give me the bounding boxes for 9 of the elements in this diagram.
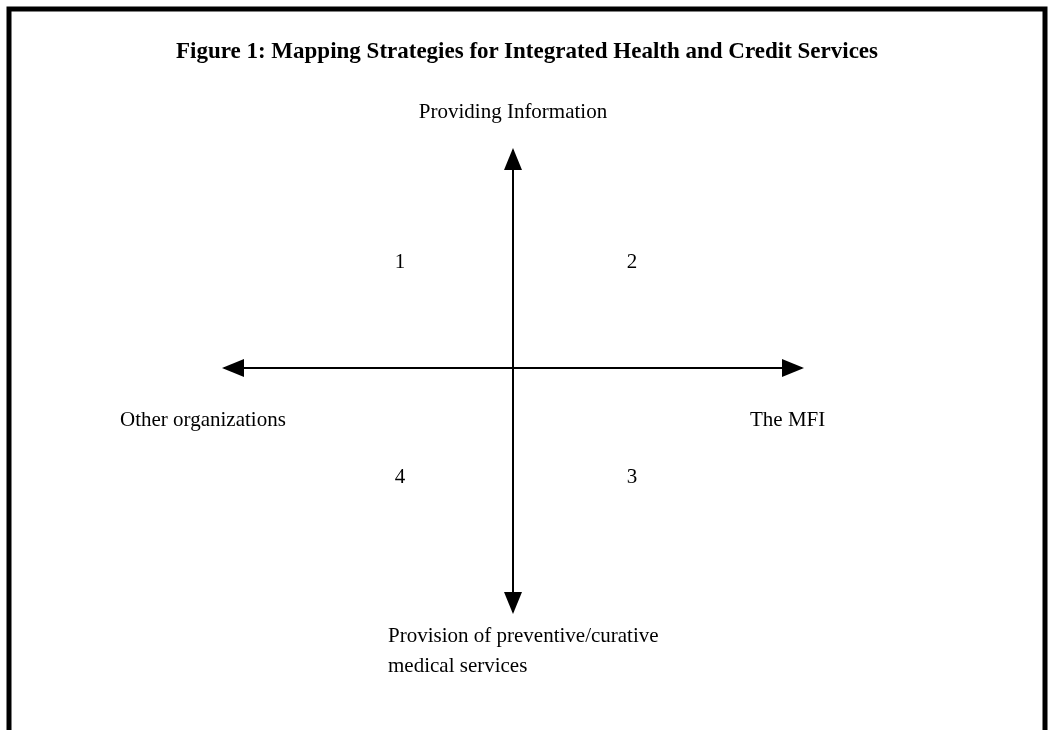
quadrant-number: 2: [626, 249, 638, 273]
axis-label: The MFI: [750, 407, 826, 431]
axis-label: Provision of preventive/curative medical services: [388, 622, 660, 679]
quadrant-number: 1: [394, 249, 406, 273]
figure-title: Figure 1: Mapping Strategies for Integrated Health and Credit Services: [174, 38, 880, 64]
axis-label: Providing Information: [418, 99, 608, 123]
quadrant-number: 4: [394, 464, 406, 488]
axis-label: Other organizations: [120, 407, 286, 431]
quadrant-number: 3: [626, 464, 638, 488]
